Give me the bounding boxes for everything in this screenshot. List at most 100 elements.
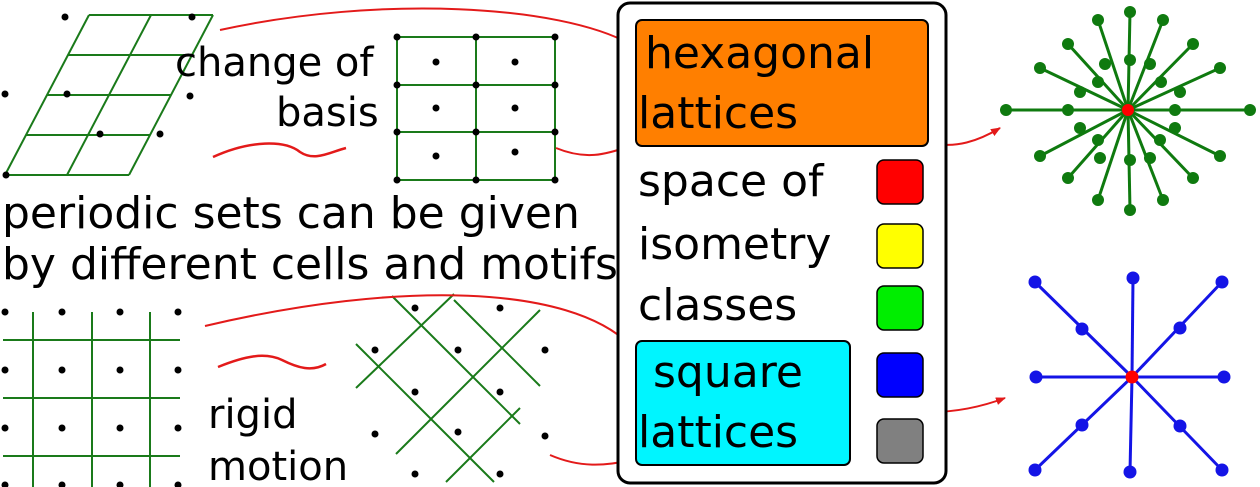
oblique-lattice-points (1, 13, 196, 179)
motif-point (511, 58, 519, 66)
invariant-point (1075, 322, 1089, 336)
invariant-point (1169, 104, 1181, 116)
invariant-point (1214, 62, 1226, 74)
lattice-point (1, 90, 9, 98)
invariant-point (1187, 172, 1199, 184)
invariant-point (1092, 134, 1104, 146)
invariant-point (1214, 150, 1226, 162)
lattice-point (371, 346, 379, 354)
invariant-point (1029, 370, 1043, 384)
lattice-point (496, 470, 504, 478)
invariant-point (1034, 150, 1046, 162)
invariant-point (1187, 38, 1199, 50)
square-lattices-label-line1: square (653, 347, 803, 398)
invariant-point (1174, 86, 1186, 98)
lattice-point (393, 33, 401, 41)
square-lattice-grid (3, 312, 180, 487)
hexagonal-lattices-box[interactable] (635, 19, 929, 147)
hexagonal-lattices-label-line2: lattices (638, 88, 798, 139)
arrow-oblique-to-hexagonal (219, 7, 631, 45)
rotated-grid-line (395, 309, 541, 455)
invariant-ray (1130, 277, 1135, 378)
lattice-point (1, 308, 9, 316)
invariant-center-point (1122, 104, 1134, 116)
invariant-ray (1127, 66, 1221, 112)
lattice-point (411, 470, 419, 478)
lattice-point (58, 308, 66, 316)
invariant-point (1062, 104, 1074, 116)
lattice-point (393, 176, 401, 184)
invariant-point (1154, 134, 1166, 146)
invariant-point (1215, 275, 1229, 289)
square-lattices-label-line2: lattices (638, 407, 798, 458)
lattice-point (454, 346, 462, 354)
lattice-point (58, 424, 66, 432)
square-lattices-box[interactable] (635, 340, 851, 466)
equivalence-squiggle-top (212, 142, 347, 159)
invariant-point (1062, 172, 1074, 184)
invariant-point (1074, 86, 1086, 98)
rotated-grid-line (355, 343, 495, 483)
rotated-square-lattice-points (371, 304, 549, 478)
invariant-point (1028, 463, 1042, 477)
invariant-ray (1096, 109, 1130, 201)
equivalence-squiggle-bottom (217, 354, 327, 370)
lattice-point (96, 130, 104, 138)
space-label-line3: classes (638, 280, 797, 331)
swatch-yellow (876, 223, 924, 269)
swatch-red (876, 159, 924, 205)
change-basis-label-line1: change of (175, 40, 374, 86)
lattice-point (156, 130, 164, 138)
lattice-point (63, 90, 71, 98)
invariant-point (1028, 275, 1042, 289)
rotated-grid-line (453, 299, 541, 387)
rigid-motion-label-line2: motion (208, 444, 348, 487)
invariant-point (1126, 271, 1140, 285)
lattice-point (551, 128, 559, 136)
lattice-point (2, 171, 10, 179)
lattice-point (186, 92, 194, 100)
lattice-point (541, 432, 549, 440)
invariant-point (1157, 194, 1169, 206)
lattice-point (454, 428, 462, 436)
swatch-blue (876, 352, 924, 398)
lattice-point (411, 304, 419, 312)
rectangular-cell-points (393, 33, 559, 184)
invariant-point (1169, 122, 1181, 134)
invariant-point (1215, 463, 1229, 477)
invariant-point (1075, 418, 1089, 432)
invariant-point (1124, 204, 1136, 216)
motif-point (432, 152, 440, 160)
rectangular-cell-grid (396, 36, 556, 181)
lattice-point (1, 424, 9, 432)
lattice-point (1, 481, 9, 487)
lattice-point (551, 81, 559, 89)
invariant-point (1000, 104, 1012, 116)
lattice-point (393, 81, 401, 89)
lattice-point (58, 366, 66, 374)
arrow-square-to-square-lattices (204, 294, 631, 346)
invariant-ray (1096, 19, 1130, 111)
lattice-point (472, 81, 480, 89)
hexagonal-invariant-star (1000, 6, 1256, 216)
lattice-point (411, 388, 419, 396)
change-basis-label-line2: basis (276, 90, 379, 136)
square-lattice-points (1, 308, 182, 487)
invariant-point (1124, 54, 1136, 66)
invariant-point (1173, 419, 1187, 433)
space-label-line1: space of (638, 156, 825, 207)
invariant-point (1155, 76, 1167, 88)
invariant-point (1094, 152, 1106, 164)
lattice-point (116, 424, 124, 432)
invariant-point (1124, 6, 1136, 18)
lattice-point (496, 304, 504, 312)
lattice-point (371, 430, 379, 438)
rotated-grid-line (355, 293, 455, 389)
invariant-point (1124, 154, 1136, 166)
invariant-ray (1128, 376, 1134, 473)
invariant-center-point (1125, 370, 1139, 384)
invariant-ray (1039, 108, 1129, 158)
motif-point (432, 58, 440, 66)
lattice-point (174, 424, 182, 432)
